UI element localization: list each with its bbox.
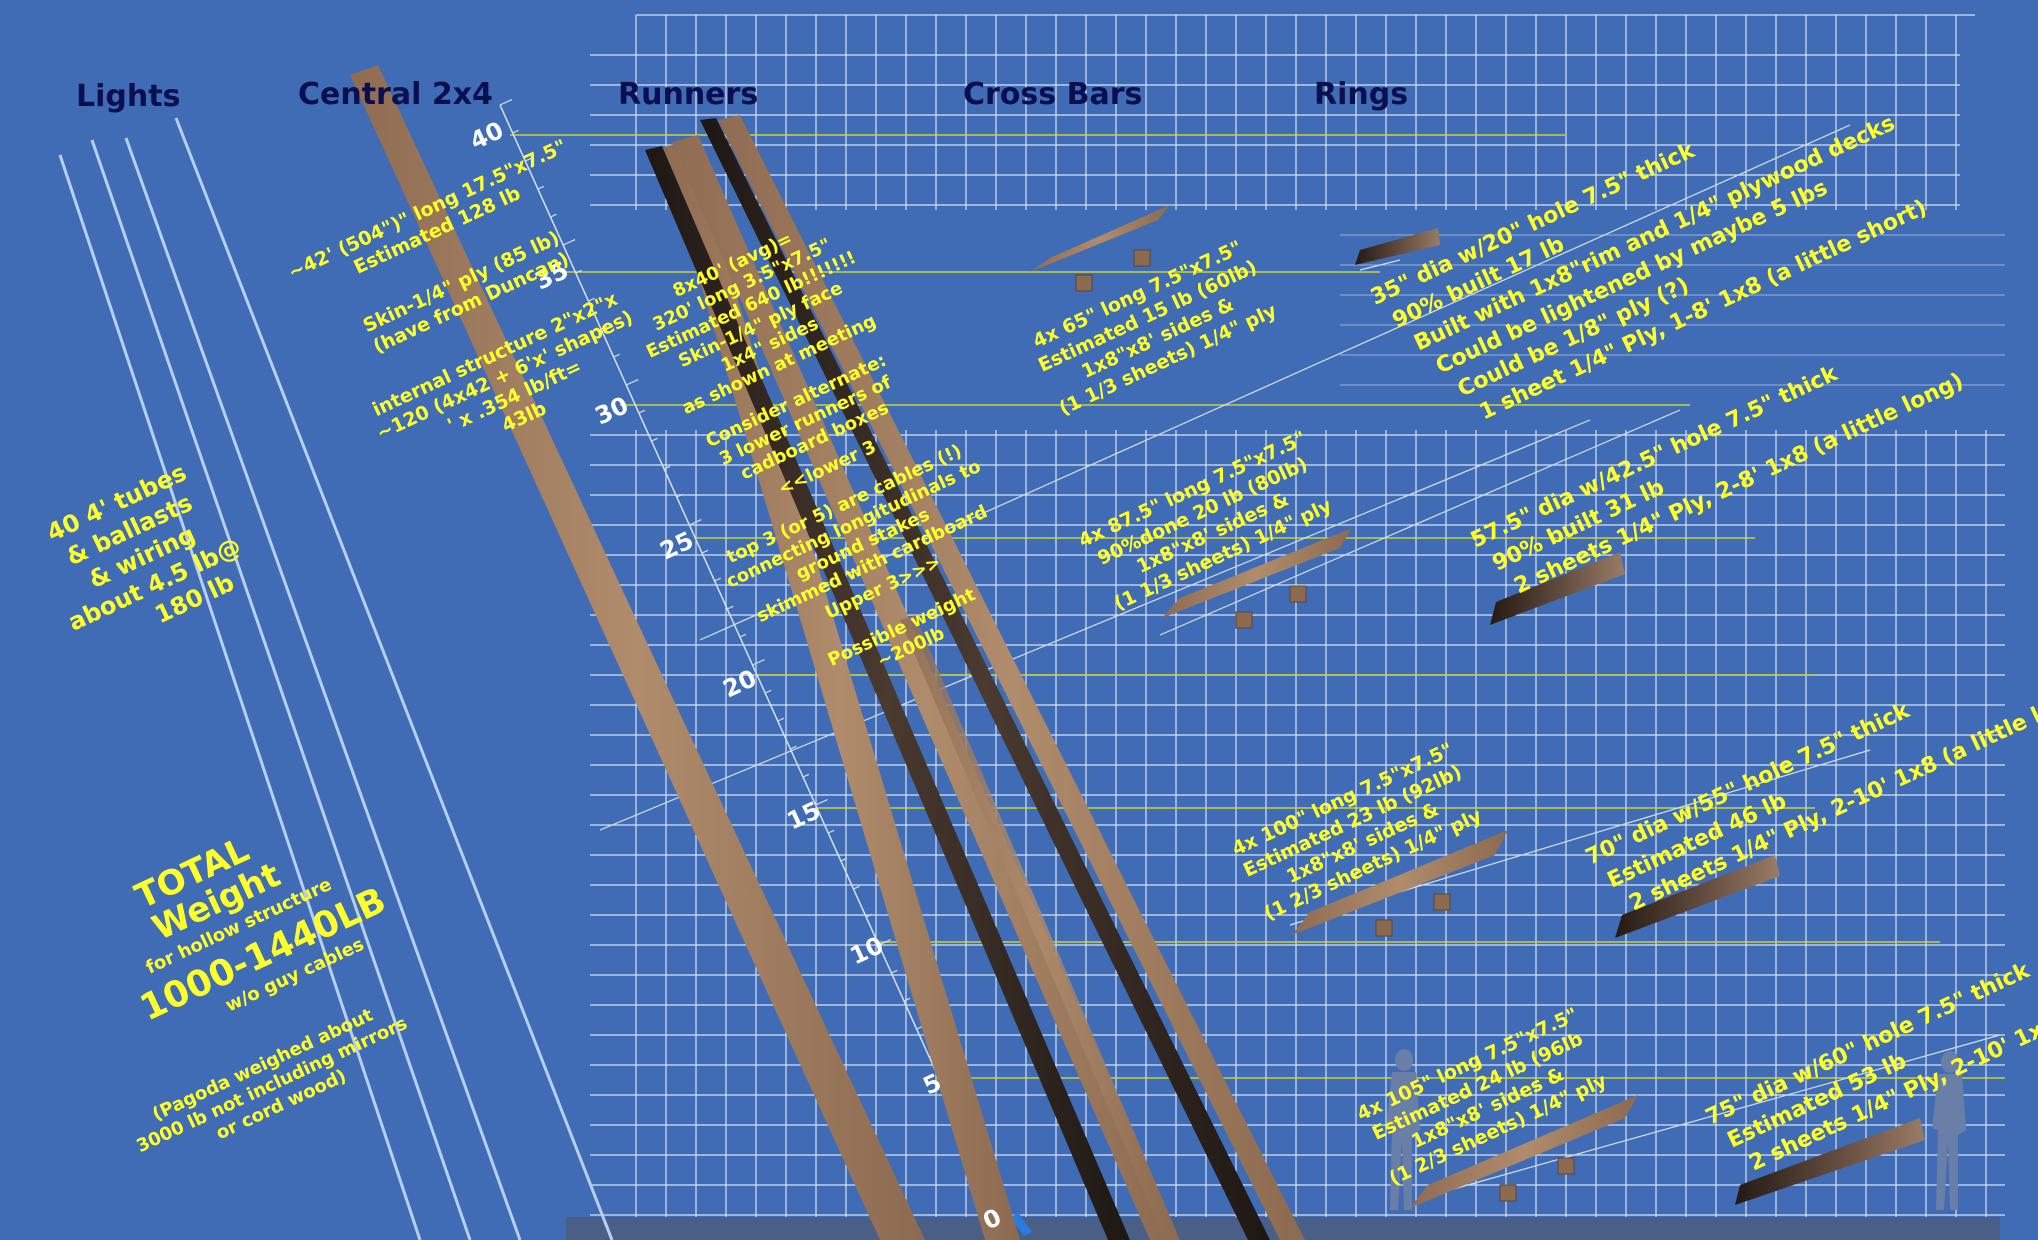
person-icon bbox=[1395, 1049, 1413, 1071]
cross-bar-1 bbox=[1030, 205, 1170, 272]
scale-tick bbox=[802, 773, 810, 778]
scale-tick bbox=[525, 157, 532, 162]
scale-tick bbox=[638, 409, 646, 414]
scale-tick bbox=[878, 939, 891, 946]
scale-tick bbox=[663, 465, 671, 470]
scale-tick bbox=[727, 605, 734, 610]
scale-tick bbox=[701, 549, 709, 554]
scale-tick bbox=[865, 913, 873, 918]
scale-tick bbox=[651, 437, 658, 442]
scale-tick bbox=[588, 297, 595, 302]
cross-bars bbox=[1030, 205, 1638, 1208]
runner-beam bbox=[718, 115, 1305, 1240]
cross-bar-3 bbox=[1292, 830, 1508, 935]
cross-bar-4 bbox=[1410, 1095, 1638, 1208]
ring-1 bbox=[1355, 228, 1440, 265]
runner-beam-dark bbox=[645, 146, 1130, 1240]
scale-tick bbox=[499, 99, 513, 106]
scale-ticks bbox=[499, 99, 1018, 1226]
scale-tick bbox=[537, 185, 545, 190]
light-tube bbox=[90, 139, 472, 1240]
guide-line bbox=[1359, 259, 1401, 271]
cross-bar-end bbox=[1235, 611, 1253, 629]
rings bbox=[1355, 228, 1925, 1205]
scale-tick bbox=[752, 659, 765, 666]
guide-line bbox=[599, 419, 1591, 831]
scale-tick bbox=[891, 969, 898, 974]
human-figure-right bbox=[1932, 1051, 1966, 1210]
scale-tick bbox=[815, 799, 828, 806]
ring-4 bbox=[1735, 1118, 1925, 1205]
cross-bar-end bbox=[1433, 893, 1451, 911]
header-central-2x4: Central 2x4 bbox=[298, 77, 493, 112]
header-runners: Runners bbox=[618, 77, 758, 112]
runners-note: 8x40' (avg)= 320' long 3.5"x7.5" Estimat… bbox=[643, 228, 991, 672]
scale-tick bbox=[790, 745, 797, 750]
scale-tick bbox=[764, 689, 772, 694]
scale-tick bbox=[550, 213, 557, 218]
scale-tick bbox=[512, 129, 519, 134]
ring-2 bbox=[1490, 552, 1625, 625]
guide-line bbox=[699, 124, 1851, 641]
scale-tick bbox=[777, 717, 784, 722]
cross-bar-2 bbox=[1162, 528, 1352, 618]
scale-tick bbox=[575, 269, 582, 274]
scale-tick bbox=[840, 857, 848, 862]
cross-bar-end bbox=[1499, 1184, 1517, 1202]
scale-tick bbox=[613, 353, 620, 358]
runner-beam-dark bbox=[700, 118, 1270, 1240]
ring-3 bbox=[1615, 855, 1780, 938]
measuring-scale bbox=[499, 99, 1032, 1236]
scale-tick bbox=[714, 577, 721, 582]
central-2x4-beam bbox=[350, 65, 925, 1240]
runner-beam bbox=[660, 140, 1020, 1240]
runner-beam-lower bbox=[900, 615, 1180, 1240]
light-tubes bbox=[58, 117, 614, 1240]
background-grid bbox=[590, 14, 2005, 1217]
diagonal-guides bbox=[599, 124, 2001, 1191]
scale-tick bbox=[626, 379, 639, 386]
light-tube bbox=[58, 154, 422, 1240]
scale-tick bbox=[676, 493, 683, 498]
guide-line bbox=[1159, 409, 1681, 636]
cross-bar-end bbox=[1375, 919, 1393, 937]
scale-tick bbox=[600, 325, 608, 330]
guide-line bbox=[1449, 1034, 2001, 1191]
scale-pointer-icon bbox=[1010, 1212, 1032, 1236]
cross-bar-end bbox=[1133, 249, 1151, 267]
runners bbox=[645, 115, 1305, 1240]
scale-tick bbox=[689, 519, 702, 526]
header-lights: Lights bbox=[76, 79, 180, 114]
light-tube bbox=[174, 117, 614, 1240]
scale-tick bbox=[903, 997, 911, 1002]
scale-tick bbox=[562, 239, 576, 246]
human-figure-left bbox=[1386, 1049, 1420, 1210]
scale-tick bbox=[853, 885, 860, 890]
person-icon bbox=[1941, 1051, 1959, 1073]
header-rings: Rings bbox=[1314, 77, 1408, 112]
cross-bar-end bbox=[1557, 1157, 1575, 1175]
light-tube bbox=[124, 137, 522, 1240]
scale-tick bbox=[739, 633, 747, 638]
cross-bar-end bbox=[1289, 585, 1307, 603]
cross-bar-end bbox=[1075, 274, 1093, 292]
scale-tick bbox=[828, 829, 835, 834]
header-cross-bars: Cross Bars bbox=[963, 77, 1142, 112]
